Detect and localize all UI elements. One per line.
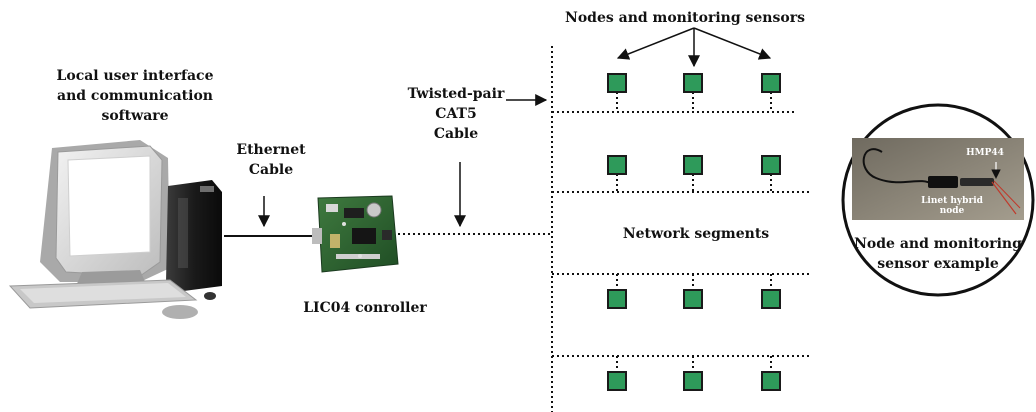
nodes-sensors-label: Nodes and monitoring sensors — [565, 10, 805, 26]
computer-illustration — [8, 140, 222, 319]
sensor-node-4-2 — [683, 371, 703, 391]
sensor-node-4-1 — [607, 371, 627, 391]
nodes-arrow-right — [693, 27, 772, 60]
sensor-node-1-1 — [607, 73, 627, 93]
example-label: Node and monitoring sensor example — [854, 236, 1022, 272]
sensor-example-callout — [841, 103, 1035, 297]
sensor-nodes — [607, 73, 781, 391]
twisted-pair-label: Twisted-pair CAT5 Cable — [407, 86, 505, 142]
controller-board-image — [312, 195, 399, 273]
network-segments-label: Network segments — [622, 226, 770, 242]
nodes-arrow-left — [616, 27, 695, 60]
sensor-node-1-3 — [761, 73, 781, 93]
ui-software-label: Local user interface and communication s… — [56, 68, 214, 124]
ethernet-cable-label: Ethernet Cable — [236, 142, 306, 178]
controller-label: LIC04 conroller — [303, 300, 427, 316]
sensor-node-4-3 — [761, 371, 781, 391]
sensor-node-2-3 — [761, 155, 781, 175]
sensor-node-1-2 — [683, 73, 703, 93]
sensor-node-2-2 — [683, 155, 703, 175]
sensor-node-3-2 — [683, 289, 703, 309]
sensor-node-3-1 — [607, 289, 627, 309]
sensor-node-3-3 — [761, 289, 781, 309]
photo-node-label: Linet hybrid node — [921, 196, 983, 216]
photo-hmp44-label: HMP44 — [966, 148, 1004, 158]
sensor-node-2-1 — [607, 155, 627, 175]
